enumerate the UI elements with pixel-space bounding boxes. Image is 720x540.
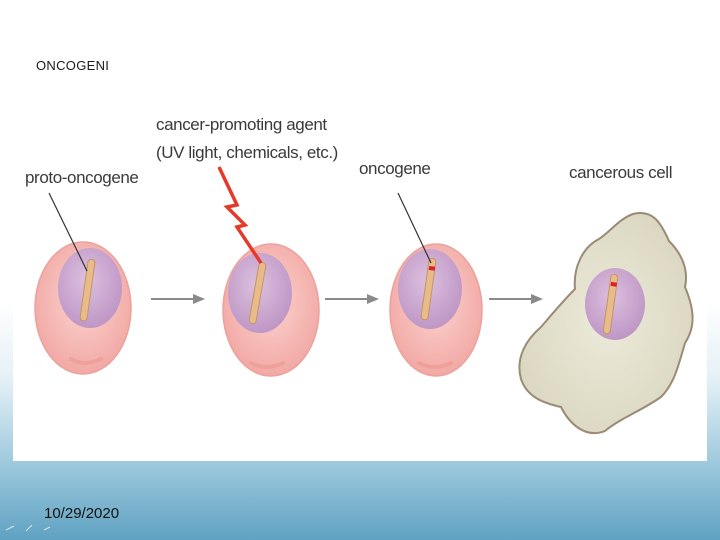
arrow-2 xyxy=(325,294,379,304)
slide-title: ONCOGENI xyxy=(36,58,110,73)
mutation-mark-2 xyxy=(610,281,618,287)
label-agent-line1: cancer-promoting agent xyxy=(156,115,327,134)
arrow-3 xyxy=(489,294,543,304)
chromosome-4 xyxy=(602,273,619,335)
arrow-1 xyxy=(151,294,205,304)
lightning-bolt-icon xyxy=(217,166,263,264)
label-agent-line2: (UV light, chemicals, etc.) xyxy=(156,143,338,162)
normal-cell-2 xyxy=(217,166,320,377)
chromosome-2 xyxy=(248,262,267,325)
normal-cell-3 xyxy=(389,192,483,377)
slide-decoration xyxy=(5,524,51,532)
pointer-line-1 xyxy=(48,192,88,272)
pointer-line-2 xyxy=(397,192,432,264)
chromosome-3 xyxy=(420,257,437,321)
cancerous-cell xyxy=(518,211,694,434)
chromosome-1 xyxy=(79,258,96,322)
label-cancerous-cell: cancerous cell xyxy=(569,163,673,182)
label-oncogene: oncogene xyxy=(359,159,431,178)
slide-date: 10/29/2020 xyxy=(44,505,120,522)
normal-cell-1 xyxy=(34,192,132,375)
label-proto-oncogene: proto-oncogene xyxy=(25,168,139,187)
oncogene-diagram: proto-oncogene cancer-promoting agent (U… xyxy=(13,101,707,461)
mutation-mark-1 xyxy=(428,265,436,271)
diagram-canvas xyxy=(34,166,694,434)
